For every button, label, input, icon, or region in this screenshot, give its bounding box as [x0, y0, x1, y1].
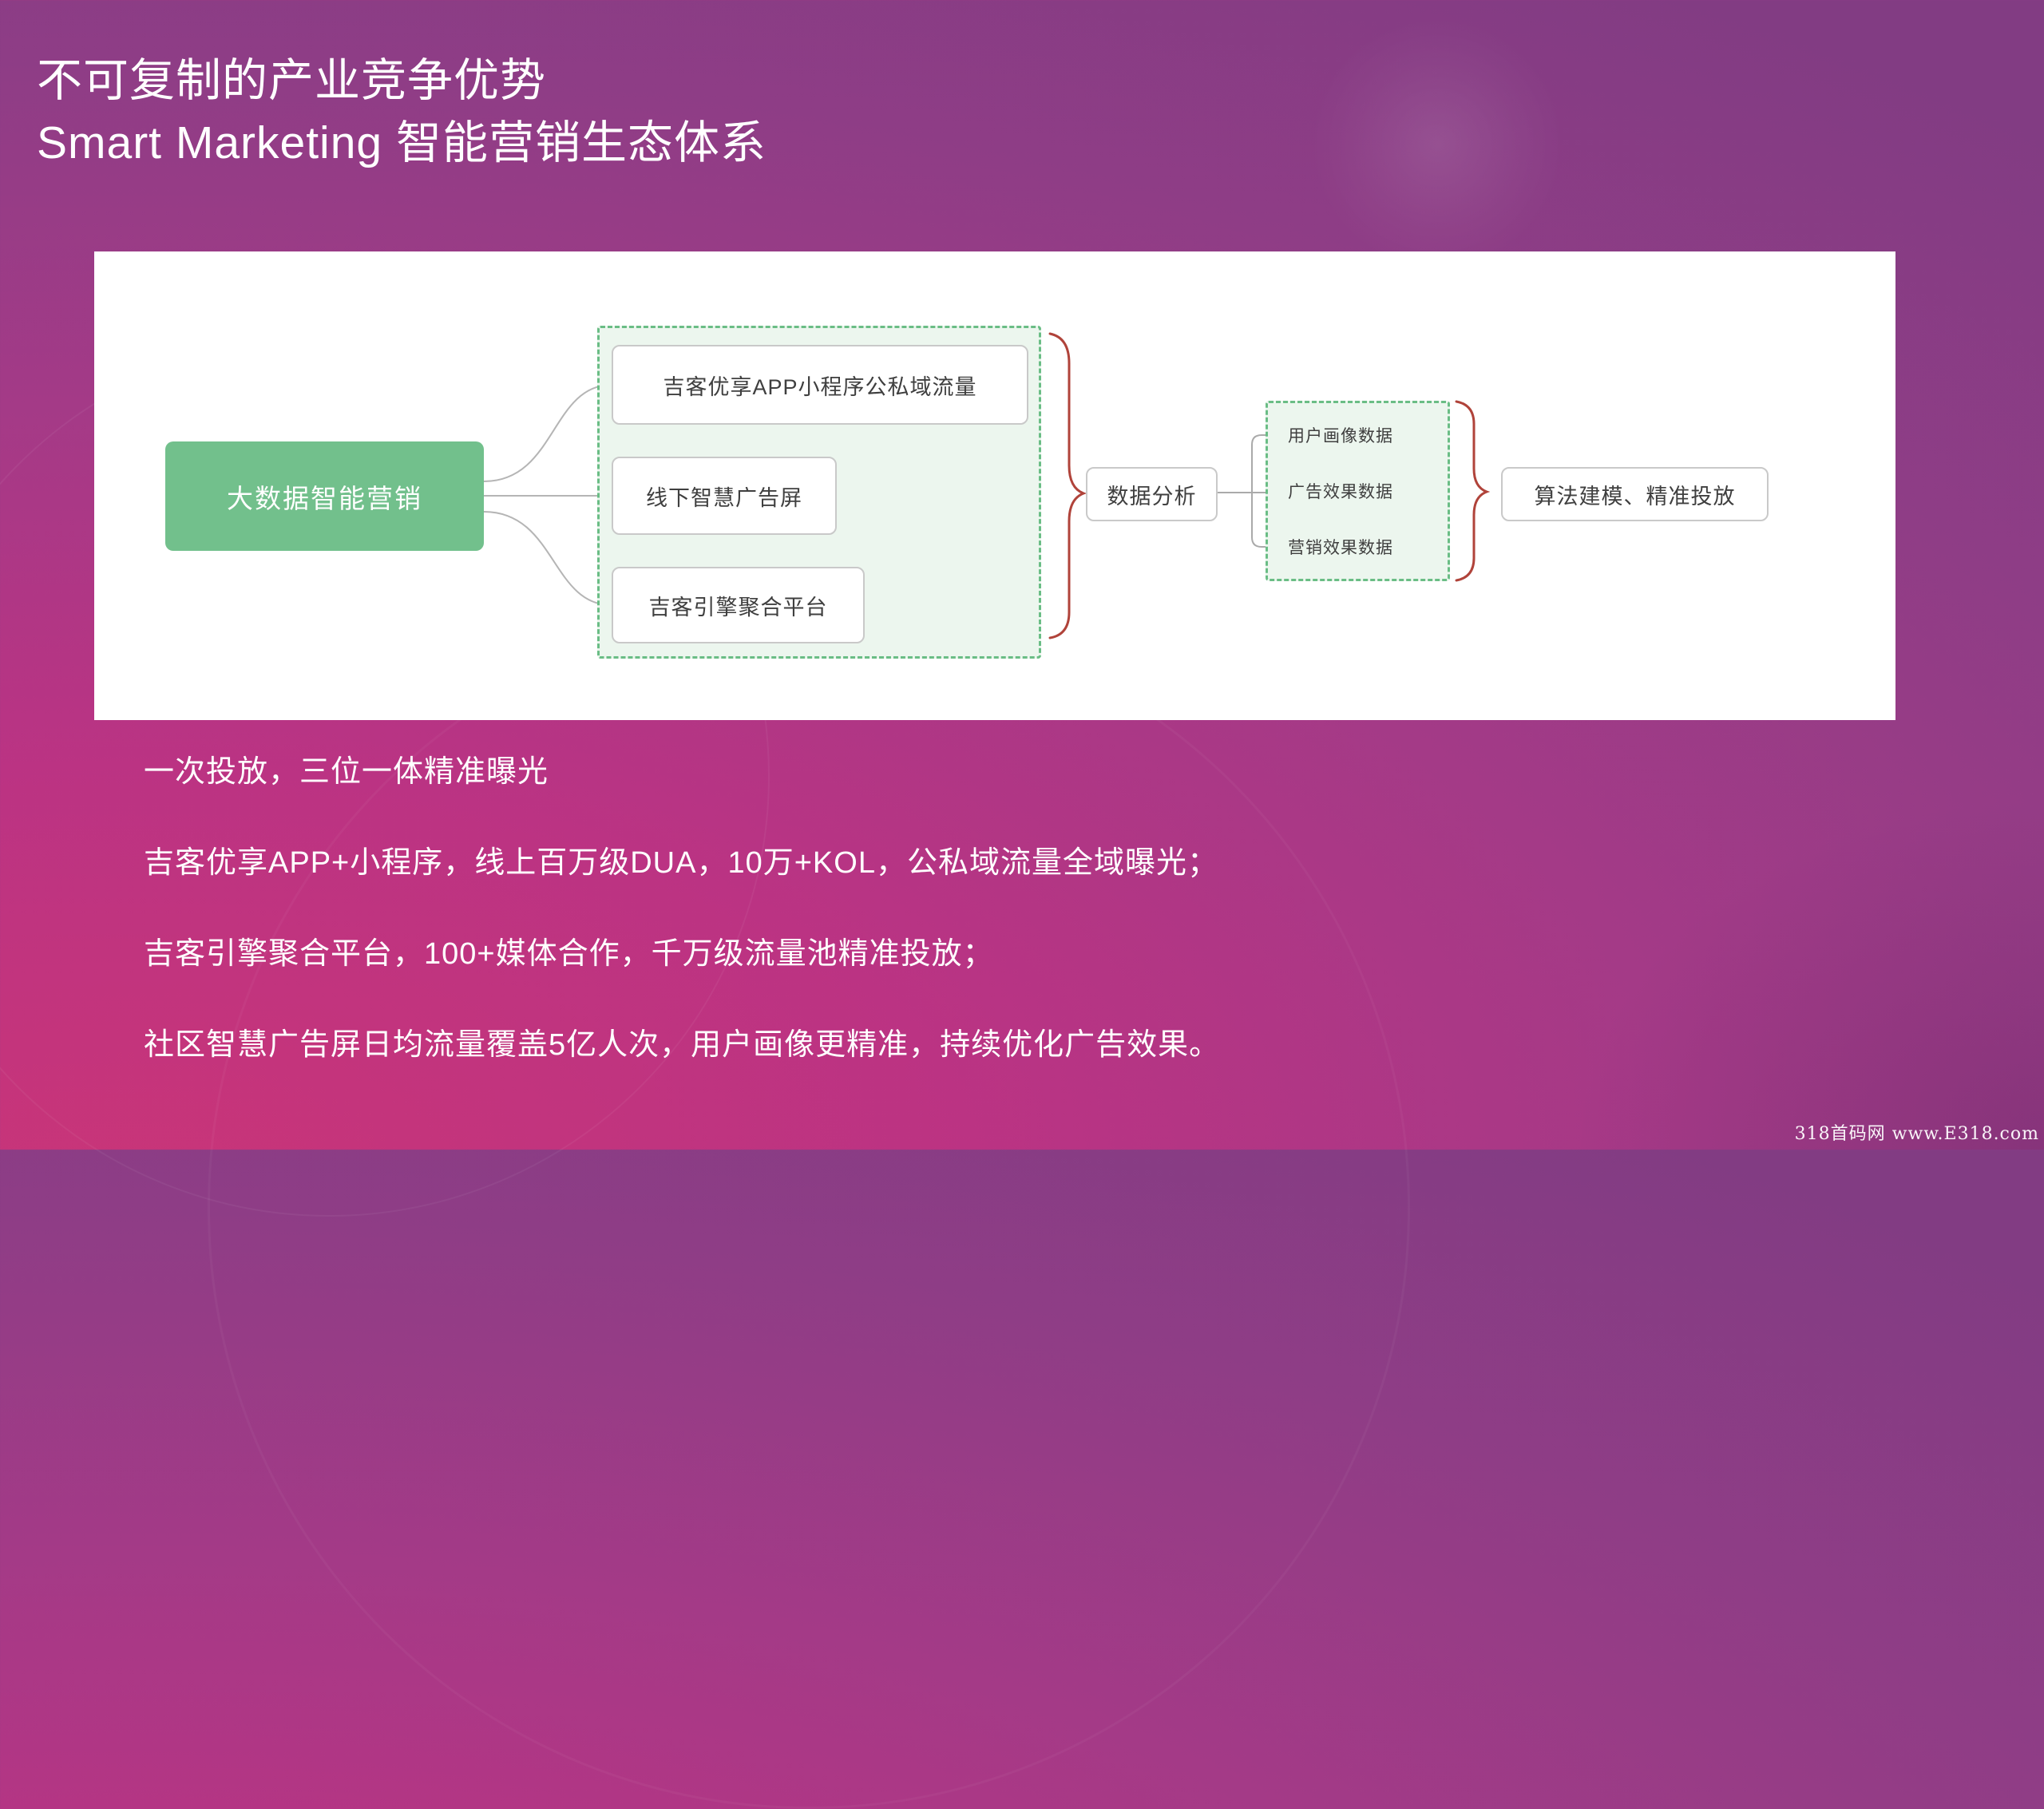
- node-channel-engine-platform: 吉客引擎聚合平台: [612, 567, 865, 643]
- node-channel-offline-screen: 线下智慧广告屏: [612, 457, 837, 535]
- node-label: 吉客优享APP小程序公私域流量: [663, 374, 977, 399]
- bullet-exposure: 一次投放，三位一体精准曝光: [144, 755, 549, 789]
- node-algorithm-targeting: 算法建模、精准投放: [1501, 467, 1769, 521]
- node-data-analysis: 数据分析: [1086, 467, 1218, 521]
- node-label: 大数据智能营销: [227, 483, 422, 513]
- brace-right: [1455, 400, 1491, 582]
- brace-left: [1048, 332, 1087, 639]
- slide-title: 不可复制的产业竞争优势 Smart Marketing 智能营销生态体系: [37, 49, 766, 174]
- slide-title-line1: 不可复制的产业竞争优势: [37, 55, 546, 106]
- watermark: 318首码网 www.E318.com: [1794, 1124, 2039, 1144]
- background-glow: [1309, 16, 1565, 271]
- diagram-connectors: [483, 332, 1491, 639]
- data-item-user-profile: 用户画像数据: [1288, 427, 1393, 445]
- slide-title-line2: Smart Marketing 智能营销生态体系: [37, 117, 766, 168]
- node-label: 线下智慧广告屏: [646, 485, 802, 510]
- bullet-smart-screen: 社区智慧广告屏日均流量覆盖5亿人次，用户画像更精准，持续优化广告效果。: [144, 1028, 1221, 1062]
- bullet-engine-platform: 吉客引擎聚合平台，100+媒体合作，千万级流量池精准投放；: [144, 937, 994, 971]
- node-label: 数据分析: [1107, 484, 1197, 509]
- node-label: 算法建模、精准投放: [1534, 484, 1736, 509]
- bullet-app-traffic: 吉客优享APP+小程序，线上百万级DUA，10万+KOL，公私域流量全域曝光；: [144, 846, 1218, 880]
- red-braces: [1048, 332, 1491, 639]
- root-connector-lines: [483, 384, 612, 606]
- node-label: 吉客引擎聚合平台: [648, 595, 828, 619]
- data-item-marketing-effect: 营销效果数据: [1288, 539, 1393, 557]
- bullet-list: 一次投放，三位一体精准曝光 吉客优享APP+小程序，线上百万级DUA，10万+K…: [144, 754, 1220, 1118]
- node-channel-app: 吉客优享APP小程序公私域流量: [612, 345, 1028, 425]
- data-group-box: [1266, 401, 1450, 581]
- data-item-ad-effect: 广告效果数据: [1288, 483, 1393, 501]
- node-big-data-marketing: 大数据智能营销: [165, 441, 484, 551]
- diagram-panel: 大数据智能营销 吉客优享APP小程序公私域流量 线下智慧广告屏 吉客引擎聚合平台…: [94, 251, 1895, 720]
